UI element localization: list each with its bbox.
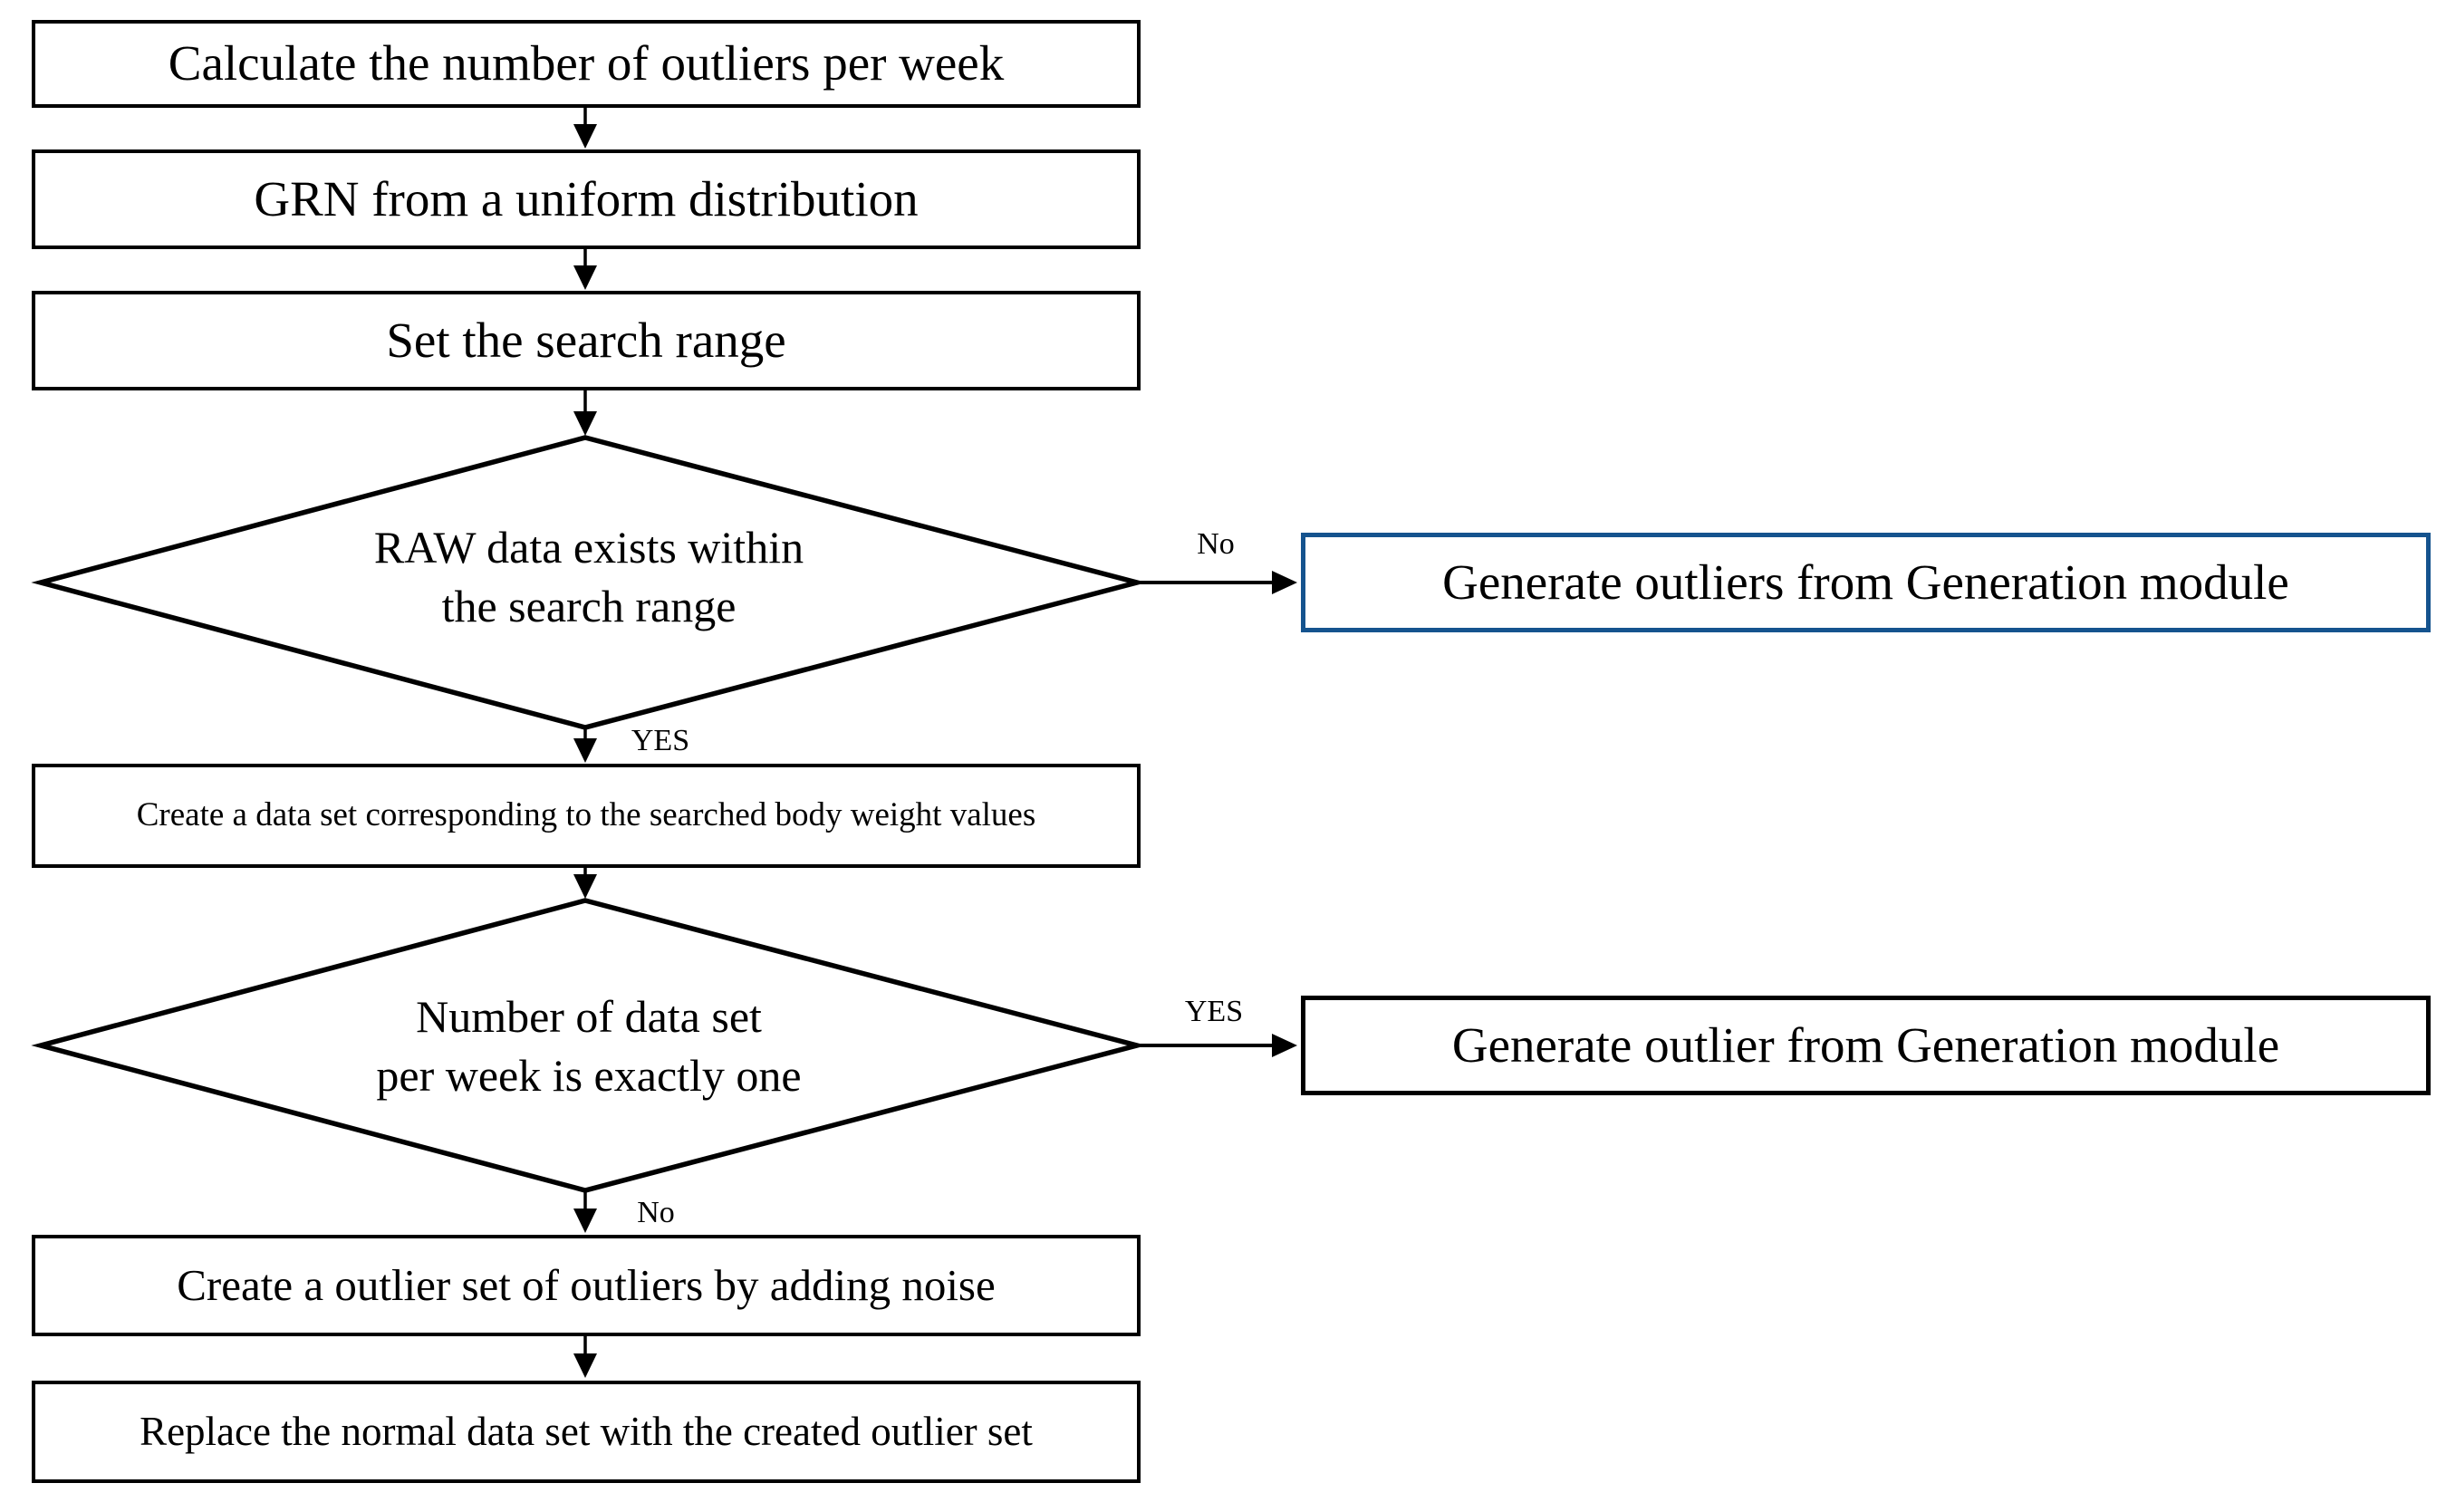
decision2-line1: Number of data set (416, 991, 762, 1042)
decision2-text: Number of data set per week is exactly o… (136, 987, 1042, 1105)
branch-box-generate-outlier: Generate outlier from Generation module (1301, 996, 2431, 1095)
decision2-no-label: No (637, 1196, 675, 1229)
arrowhead-step5-step6 (573, 1353, 597, 1378)
arrowhead-decision2-step5 (573, 1209, 597, 1233)
branch-box-label: Generate outliers from Generation module (1442, 554, 2289, 610)
arrowhead-step4-decision2 (573, 874, 597, 899)
process-box-set-search-range: Set the search range (32, 291, 1141, 390)
arrowhead-decision1-no-branch (1272, 571, 1297, 594)
process-box-calculate-outliers: Calculate the number of outliers per wee… (32, 20, 1141, 108)
branch-box-generate-outliers: Generate outliers from Generation module (1301, 533, 2431, 632)
process-box-label: Set the search range (386, 312, 786, 368)
decision1-line2: the search range (441, 581, 737, 631)
arrowhead-step2-step3 (573, 265, 597, 290)
decision2-yes-label: YES (1184, 995, 1244, 1028)
decision2-line2: per week is exactly one (376, 1050, 802, 1101)
process-box-grn-uniform: GRN from a uniform distribution (32, 149, 1141, 249)
process-box-label: Replace the normal data set with the cre… (140, 1408, 1033, 1454)
decision1-no-label: No (1197, 527, 1235, 561)
process-box-label: Calculate the number of outliers per wee… (168, 35, 1005, 91)
arrowhead-decision1-step4 (573, 738, 597, 763)
process-box-label: Create a outlier set of outliers by addi… (177, 1260, 996, 1311)
branch-box-label: Generate outlier from Generation module (1451, 1016, 2280, 1073)
decision1-yes-label: YES (631, 724, 690, 757)
arrowhead-step3-decision1 (573, 411, 597, 436)
process-box-create-dataset: Create a data set corresponding to the s… (32, 764, 1141, 868)
process-box-label: GRN from a uniform distribution (254, 170, 919, 226)
process-box-replace-normal-dataset: Replace the normal data set with the cre… (32, 1381, 1141, 1483)
process-box-create-outlier-set: Create a outlier set of outliers by addi… (32, 1235, 1141, 1336)
arrowhead-step1-step2 (573, 124, 597, 149)
arrowhead-decision2-yes-branch (1272, 1034, 1297, 1057)
decision1-line1: RAW data exists within (373, 522, 804, 573)
decision1-text: RAW data exists within the search range (136, 518, 1042, 636)
process-box-label: Create a data set corresponding to the s… (136, 796, 1036, 834)
